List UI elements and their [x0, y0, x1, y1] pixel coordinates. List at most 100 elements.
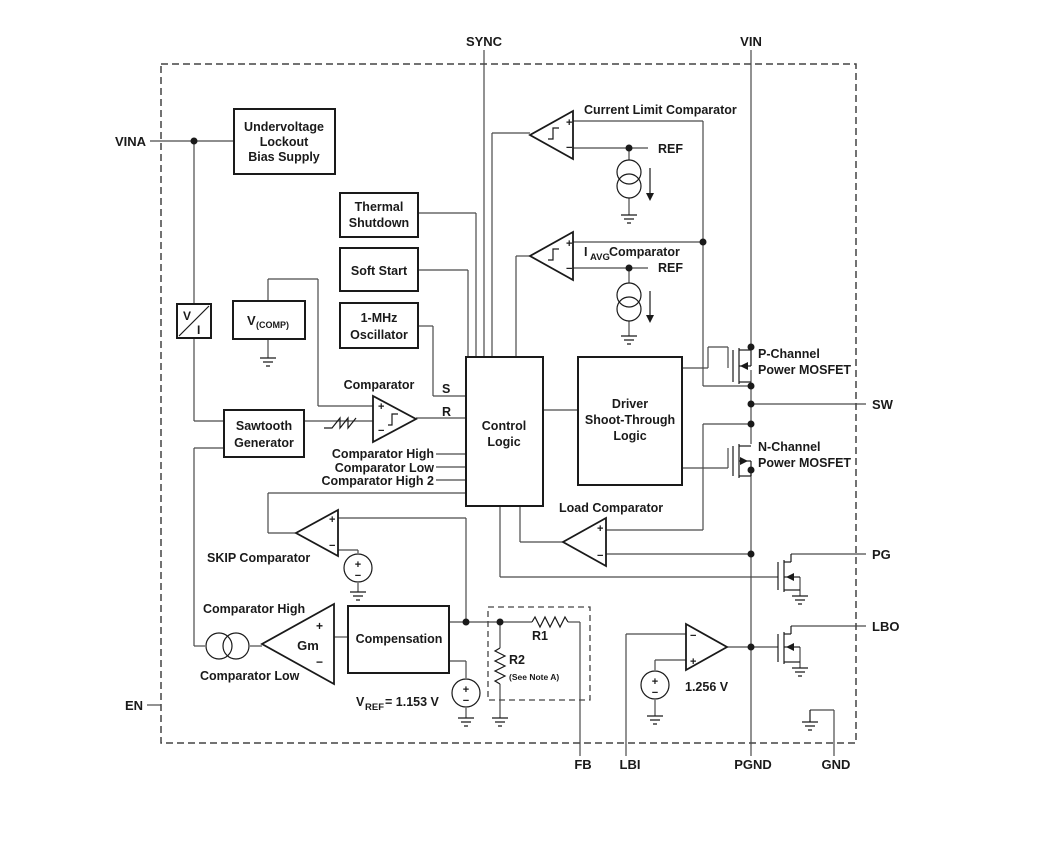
pin-vina-label: VINA [115, 134, 147, 149]
n-channel-label-2: Power MOSFET [758, 456, 851, 470]
pin-wires [147, 50, 866, 756]
svg-text:I: I [584, 245, 587, 259]
svg-text:V: V [247, 313, 256, 328]
svg-text:Comparator: Comparator [609, 245, 680, 259]
feedback-divider-box [487, 606, 591, 701]
ref-label-2: REF [658, 261, 683, 275]
svg-text:Control: Control [482, 419, 526, 433]
pin-sync-label: SYNC [466, 34, 503, 49]
svg-text:Oscillator: Oscillator [350, 328, 408, 342]
p-channel-label-2: Power MOSFET [758, 363, 851, 377]
r1-label: R1 [532, 629, 548, 643]
svg-text:AVG: AVG [590, 252, 610, 263]
pin-fb-label: FB [574, 757, 591, 772]
current-source-limit-icon [616, 159, 654, 201]
svg-text:+: + [566, 238, 572, 250]
gm-current-source-icon [205, 632, 250, 660]
pin-vin-label: VIN [740, 34, 762, 49]
pin-pg-label: PG [872, 547, 891, 562]
pin-lbo-label: LBO [872, 619, 899, 634]
svg-text:−: − [329, 540, 335, 552]
svg-text:+: + [652, 676, 658, 688]
sawtooth-waveform-icon [324, 416, 357, 430]
pin-pgnd-label: PGND [734, 757, 772, 772]
svg-text:Shutdown: Shutdown [349, 216, 409, 230]
p-channel-mosfet-icon [732, 347, 752, 384]
svg-text:= 1.153 V: = 1.153 V [385, 695, 440, 709]
pin-en-label: EN [125, 698, 143, 713]
internal-wires [193, 120, 834, 718]
current-limit-comparator: + − [528, 109, 574, 161]
svg-text:Sawtooth: Sawtooth [236, 419, 292, 433]
skip-comparator-label: SKIP Comparator [207, 551, 310, 565]
svg-text:V: V [183, 309, 191, 323]
comparator-low-label: Comparator Low [335, 461, 435, 475]
svg-text:1-MHz: 1-MHz [361, 311, 398, 325]
ref-label-1: REF [658, 142, 683, 156]
svg-text:Logic: Logic [487, 435, 520, 449]
svg-text:Thermal: Thermal [355, 200, 404, 214]
svg-text:−: − [652, 687, 658, 699]
pin-lbi-label: LBI [620, 757, 641, 772]
svg-text:+: + [316, 619, 323, 633]
pin-sw-label: SW [872, 397, 894, 412]
svg-text:−: − [355, 570, 361, 582]
svg-text:+: + [597, 523, 603, 535]
pwm-comparator: + − [372, 394, 418, 444]
svg-text:(COMP): (COMP) [256, 320, 289, 330]
compensation-block: Compensation [347, 605, 450, 674]
skip-comparator: + − [294, 508, 339, 558]
svg-text:Driver: Driver [612, 397, 648, 411]
svg-text:−: − [463, 695, 469, 707]
svg-text:Undervoltage: Undervoltage [244, 120, 324, 134]
svg-text:Compensation: Compensation [356, 632, 443, 646]
svg-text:I: I [197, 323, 200, 337]
svg-text:Lockout: Lockout [260, 135, 309, 149]
lbi-voltage-source-icon: + − [640, 670, 670, 700]
vcomp-block: V (COMP) [232, 300, 306, 340]
sawtooth-generator-block: Sawtooth Generator [223, 409, 305, 458]
soft-start-block: Soft Start [339, 247, 419, 292]
driver-block: Driver Shoot-Through Logic [577, 356, 683, 486]
vref-voltage-source-icon: + − [451, 678, 481, 708]
r2-label: R2 [509, 653, 525, 667]
svg-text:−: − [378, 425, 384, 437]
comparator-high-label: Comparator High [332, 447, 434, 461]
iavg-comparator: + − [528, 230, 574, 282]
gm-comparator-low-label: Comparator Low [200, 669, 300, 683]
svg-text:Soft Start: Soft Start [351, 264, 408, 278]
svg-text:−: − [566, 142, 572, 154]
svg-text:+: + [378, 401, 384, 413]
lbi-reference-label: 1.256 V [685, 680, 729, 694]
lbo-mosfet-icon [777, 626, 800, 664]
r-input-label: R [442, 405, 451, 419]
svg-text:V: V [356, 695, 365, 709]
svg-text:−: − [690, 630, 696, 642]
svg-text:−: − [316, 655, 323, 669]
svg-text:+: + [566, 117, 572, 129]
iavg-comparator-label: I AVG Comparator [584, 245, 680, 263]
load-comparator-label: Load Comparator [559, 501, 663, 515]
gm-comparator-high-label: Comparator High [203, 602, 305, 616]
thermal-shutdown-block: Thermal Shutdown [339, 192, 419, 238]
note-a-label: (See Note A) [509, 672, 559, 682]
oscillator-block: 1-MHz Oscillator [339, 302, 419, 349]
svg-text:+: + [355, 559, 361, 571]
svg-text:+: + [463, 684, 469, 696]
r1-resistor-icon [531, 615, 569, 629]
p-channel-label-1: P-Channel [758, 347, 820, 361]
svg-text:−: − [566, 263, 572, 275]
current-source-iavg-icon [616, 282, 654, 323]
svg-text:−: − [597, 550, 603, 562]
skip-voltage-source-icon: + − [343, 553, 373, 583]
svg-text:+: + [329, 514, 335, 526]
svg-text:REF: REF [365, 702, 384, 713]
control-logic-block: Control Logic [465, 356, 544, 507]
svg-text:Bias Supply: Bias Supply [248, 150, 320, 164]
ground-icons [260, 214, 818, 731]
vref-label: V REF = 1.153 V [356, 695, 440, 713]
uvlo-block: Undervoltage Lockout Bias Supply [233, 108, 336, 175]
pg-mosfet-icon [777, 554, 800, 592]
